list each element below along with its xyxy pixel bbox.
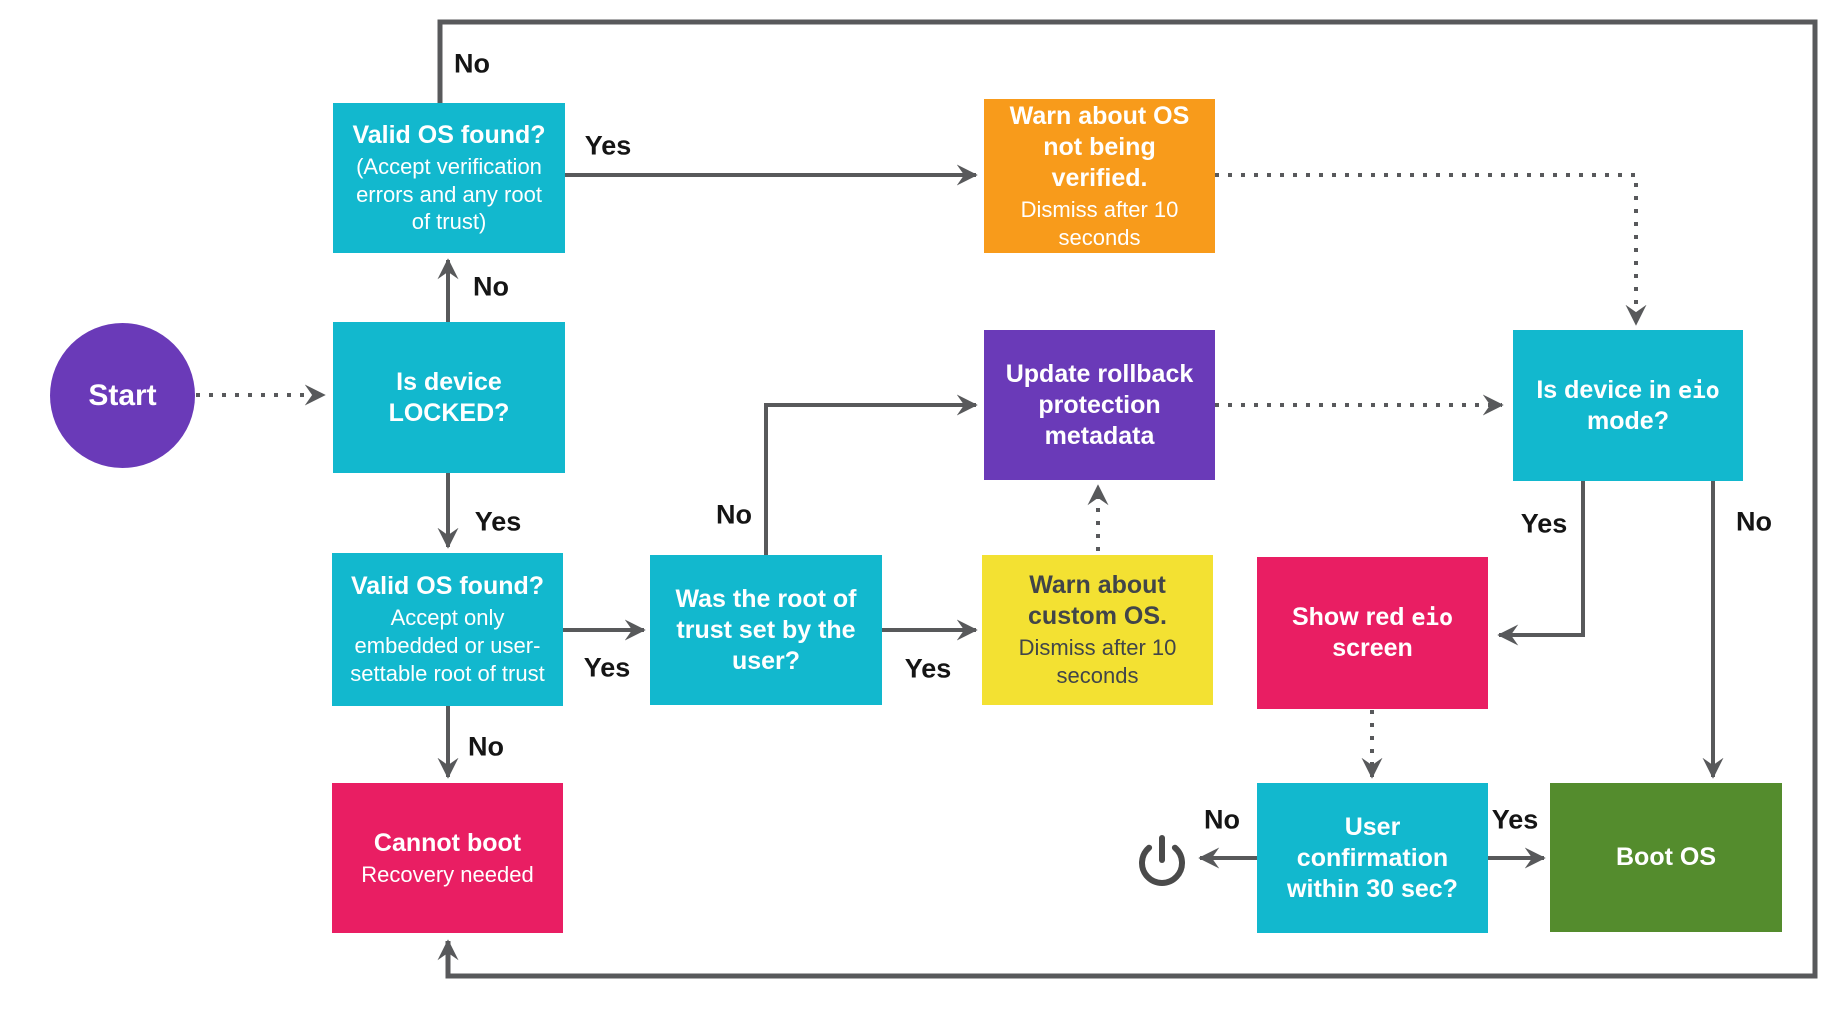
node-valid-os-any-root: Valid OS found? (Accept verification err…	[333, 103, 565, 253]
node-subtitle: Recovery needed	[361, 861, 534, 887]
edge-eio-yes	[1497, 481, 1585, 646]
edge-label-no: No	[1736, 506, 1772, 537]
node-title: Was the root of trust set by the user?	[675, 584, 857, 675]
edge-label-yes: Yes	[584, 130, 632, 161]
node-subtitle: Dismiss after 10 seconds	[1020, 196, 1179, 250]
edge-label-no: No	[1204, 804, 1240, 835]
eio-mono-text: eio	[1678, 377, 1720, 404]
node-subtitle: Accept only embedded or user-settable ro…	[350, 605, 545, 686]
edge-label-yes: Yes	[904, 653, 952, 684]
node-subtitle: Dismiss after 10 seconds	[1018, 635, 1177, 688]
node-title: Is device LOCKED?	[388, 367, 510, 427]
node-user-confirmation: User confirmation within 30 sec?	[1257, 783, 1488, 933]
node-warn-os-not-verified: Warn about OS not being verified. Dismis…	[984, 99, 1215, 253]
power-off-icon	[1139, 835, 1185, 886]
edge-label-yes: Yes	[474, 506, 522, 537]
edge-label-yes: Yes	[1520, 508, 1568, 539]
node-title: Show red eio screen	[1291, 603, 1453, 662]
eio-mono-text: eio	[1411, 605, 1453, 631]
node-title: User confirmation within 30 sec?	[1287, 812, 1458, 903]
node-show-red-eio-screen: Show red eio screen	[1257, 557, 1488, 709]
edge-label-no: No	[468, 731, 504, 762]
node-cannot-boot: Cannot boot Recovery needed	[332, 783, 563, 933]
node-title: Is device in eio mode?	[1536, 375, 1720, 435]
edge-root-no	[764, 394, 978, 555]
node-title: Warn about custom OS.	[1028, 571, 1167, 631]
node-title: Valid OS found?	[352, 120, 546, 149]
node-warn-custom-os: Warn about custom OS. Dismiss after 10 s…	[982, 555, 1213, 705]
node-title: Cannot boot	[373, 828, 522, 857]
edge-label-yes: Yes	[583, 652, 631, 683]
node-title: Boot OS	[1616, 843, 1716, 871]
node-title: Valid OS found?	[350, 572, 545, 601]
node-is-device-locked: Is device LOCKED?	[333, 322, 565, 473]
edge-label-no: No	[716, 499, 752, 530]
edge-warnunverified-eio	[1215, 173, 1647, 326]
node-root-of-trust-by-user: Was the root of trust set by the user?	[650, 555, 882, 705]
start-label: Start	[88, 378, 157, 412]
node-start: Start	[50, 323, 195, 468]
edge-validany-no-outer-loop	[437, 19, 1818, 979]
edge-label-no: No	[473, 271, 509, 302]
node-boot-os: Boot OS	[1550, 783, 1782, 932]
node-title: Warn about OS not being verified.	[1009, 101, 1190, 192]
node-valid-os-embedded-root: Valid OS found? Accept only embedded or …	[332, 553, 563, 706]
edge-label-no: No	[454, 48, 490, 79]
node-is-device-eio-mode: Is device in eio mode?	[1513, 330, 1743, 481]
node-update-rollback-metadata: Update rollback protection metadata	[984, 330, 1215, 480]
node-subtitle: (Accept verification errors and any root…	[356, 153, 542, 235]
edge-label-yes: Yes	[1491, 804, 1539, 835]
node-title: Update rollback protection metadata	[1005, 359, 1194, 450]
